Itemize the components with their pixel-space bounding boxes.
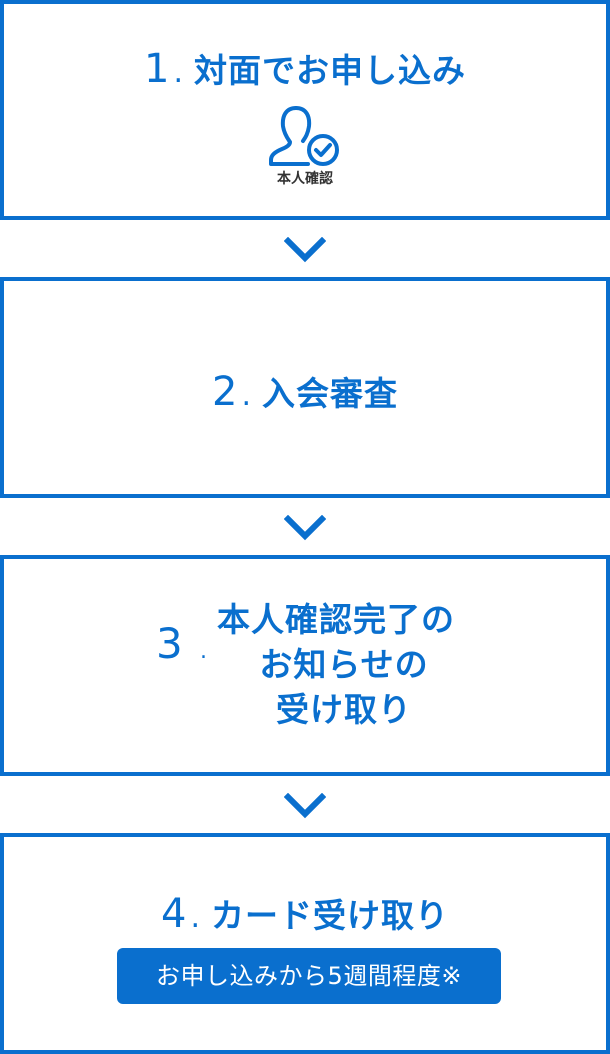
step-3-label: 本人確認完了の お知らせの 受け取り bbox=[209, 597, 479, 732]
step-2-box: 2. 入会審査 bbox=[0, 277, 610, 498]
delivery-time-badge: お申し込みから5週間程度※ bbox=[117, 948, 501, 1004]
step-2-title: 2. 入会審査 bbox=[4, 367, 606, 415]
step-3-separator: . bbox=[200, 639, 207, 664]
step-3-label-line-3: 受け取り bbox=[276, 690, 412, 729]
step-3-box: 3 . 本人確認完了の お知らせの 受け取り bbox=[0, 555, 610, 776]
step-2-number: 2 bbox=[212, 369, 238, 415]
step-4-title: 4. カード受け取り bbox=[4, 889, 606, 937]
step-4-separator: . bbox=[190, 900, 201, 935]
step-4-box: 4. カード受け取り お申し込みから5週間程度※ bbox=[0, 833, 610, 1054]
step-2-separator: . bbox=[241, 378, 252, 413]
chevron-down-icon bbox=[284, 793, 326, 819]
icon-label: 本人確認 bbox=[277, 171, 333, 187]
identity-verification-badge: 本人確認 bbox=[4, 104, 606, 188]
step-4-label: カード受け取り bbox=[211, 896, 449, 935]
chevron-down-icon bbox=[284, 515, 326, 541]
step-4-number: 4 bbox=[161, 891, 187, 937]
step-3-number: 3 bbox=[156, 619, 183, 668]
step-1-box: 1. 対面でお申し込み 本人確認 bbox=[0, 0, 610, 220]
step-1-number: 1 bbox=[144, 46, 170, 92]
person-check-icon bbox=[269, 106, 339, 166]
step-2-label: 入会審査 bbox=[262, 374, 398, 413]
step-1-separator: . bbox=[173, 55, 184, 90]
step-1-title: 1. 対面でお申し込み bbox=[4, 44, 606, 92]
chevron-down-icon bbox=[284, 237, 326, 263]
step-1-label: 対面でお申し込み bbox=[194, 51, 466, 90]
step-3-label-line-1: 本人確認完了の bbox=[217, 600, 455, 639]
step-3-label-line-2: お知らせの bbox=[259, 645, 429, 684]
